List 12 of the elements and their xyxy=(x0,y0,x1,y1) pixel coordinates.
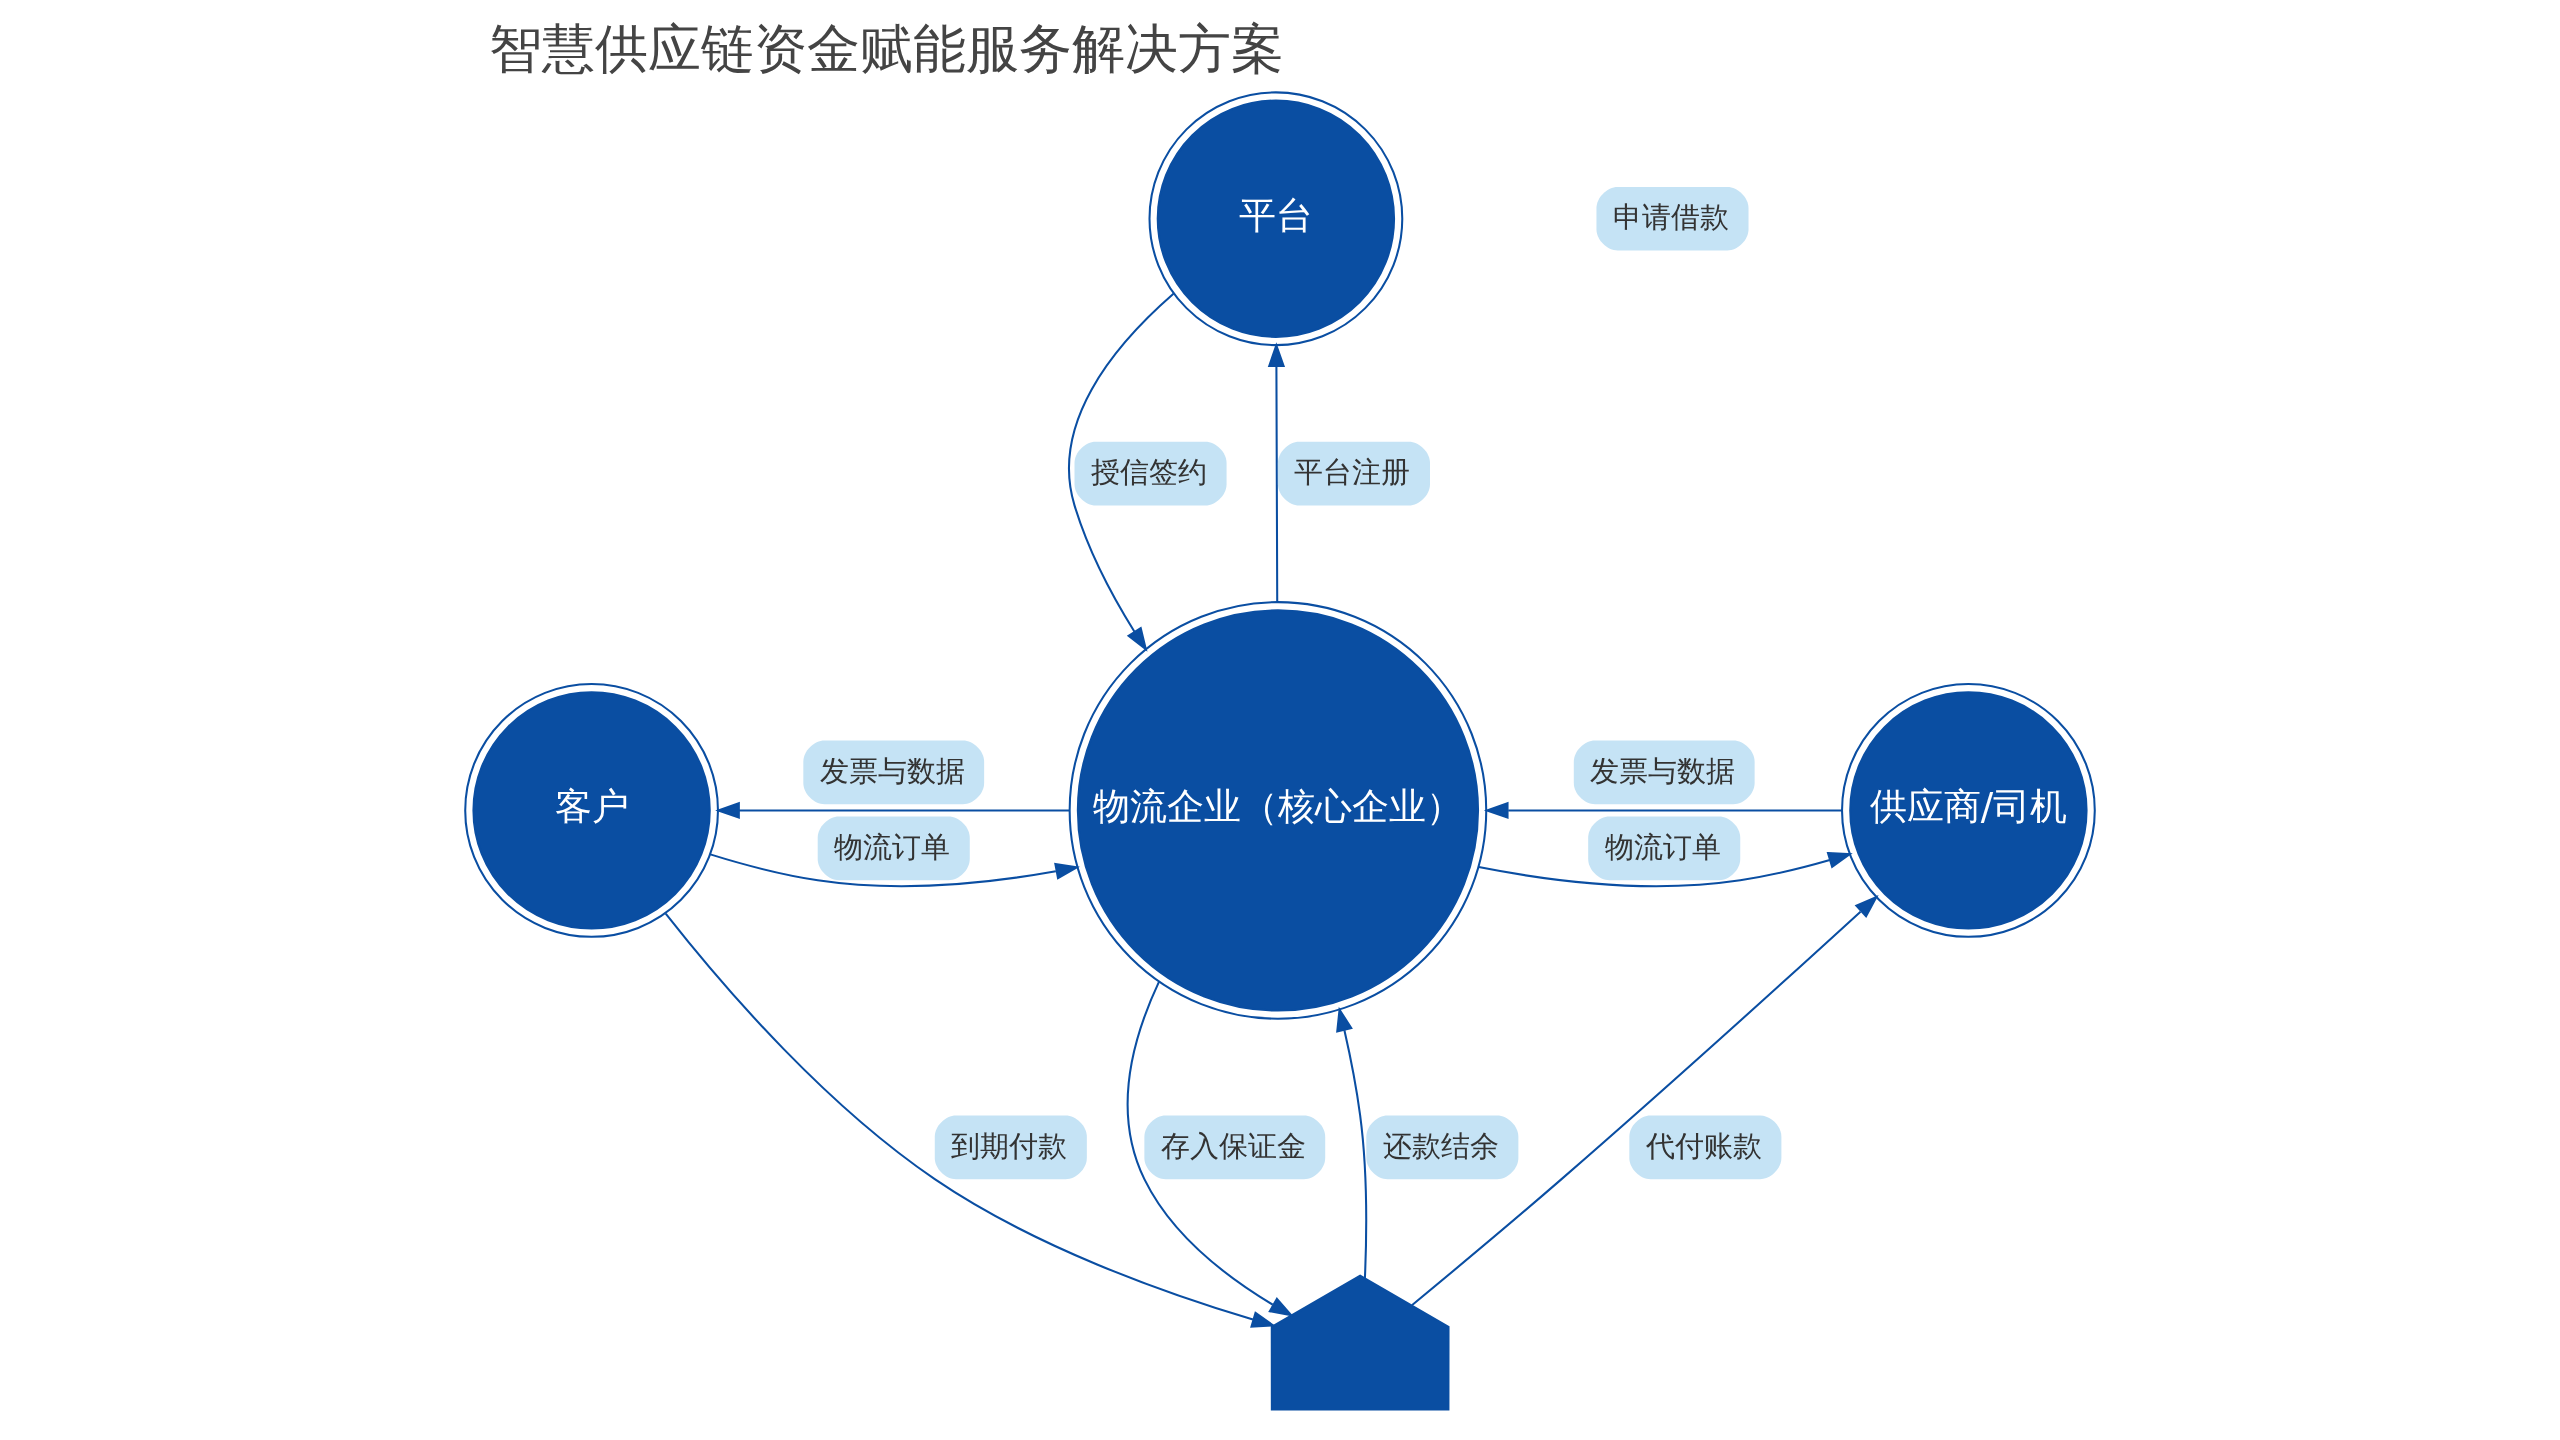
edge-label: 平台注册 xyxy=(1294,455,1411,490)
edge-label: 物流订单 xyxy=(1604,830,1721,865)
edge-label: 还款结余 xyxy=(1382,1128,1499,1163)
edge-label: 发票与数据 xyxy=(819,754,965,789)
edge-label: 到期付款 xyxy=(951,1128,1068,1163)
edge-label: 发票与数据 xyxy=(1590,754,1736,789)
edge-label: 授信签约 xyxy=(1090,455,1207,490)
edge-label: 存入保证金 xyxy=(1160,1128,1306,1163)
edge-label: 物流订单 xyxy=(834,830,951,865)
label: 申请借款 xyxy=(1612,200,1729,235)
diagram-title: 智慧供应链资金赋能服务解决方案 xyxy=(488,17,1284,81)
edge-label: 代付账款 xyxy=(1645,1128,1762,1163)
